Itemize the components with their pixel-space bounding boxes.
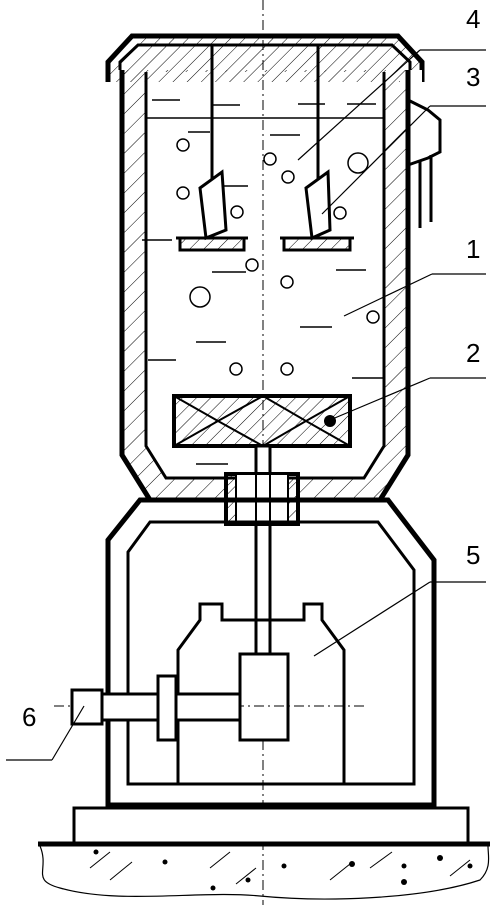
callout-6: 6 xyxy=(22,702,36,732)
liquid-marks xyxy=(142,99,384,465)
lid xyxy=(105,33,425,82)
callout-2: 2 xyxy=(466,338,480,368)
ground xyxy=(39,845,490,900)
callout-5: 5 xyxy=(466,540,480,570)
leader-lines xyxy=(6,49,486,761)
callout-3: 3 xyxy=(466,62,480,92)
impeller-dot xyxy=(324,415,336,427)
callout-4: 4 xyxy=(466,4,480,34)
side-heater xyxy=(407,98,442,238)
drive-shaft xyxy=(54,674,368,742)
shaft xyxy=(224,444,300,658)
baffles xyxy=(176,45,354,252)
bubbles xyxy=(176,138,380,376)
impeller xyxy=(172,394,352,448)
base-frame xyxy=(105,497,437,808)
base-plate xyxy=(38,806,490,847)
callout-1: 1 xyxy=(466,234,480,264)
